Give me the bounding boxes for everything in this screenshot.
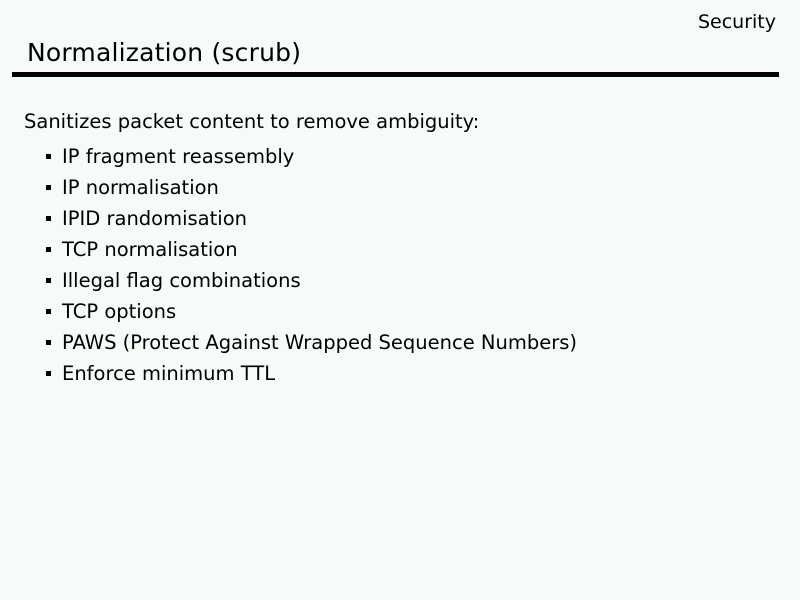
bullet-label: Illegal flag combinations bbox=[62, 269, 301, 292]
list-item: TCP options bbox=[46, 296, 577, 327]
bullet-label: IPID randomisation bbox=[62, 207, 247, 230]
bullet-square-icon bbox=[46, 309, 51, 314]
bullet-label: PAWS (Protect Against Wrapped Sequence N… bbox=[62, 331, 578, 354]
lead-text: Sanitizes packet content to remove ambig… bbox=[24, 110, 480, 133]
list-item: IP normalisation bbox=[46, 172, 577, 203]
bullet-label: TCP normalisation bbox=[62, 238, 238, 261]
bullet-square-icon bbox=[46, 371, 51, 376]
bullet-square-icon bbox=[46, 340, 51, 345]
list-item: IPID randomisation bbox=[46, 203, 577, 234]
bullet-square-icon bbox=[46, 278, 51, 283]
list-item: PAWS (Protect Against Wrapped Sequence N… bbox=[46, 327, 577, 358]
bullet-square-icon bbox=[46, 185, 51, 190]
corner-label: Security bbox=[697, 11, 776, 33]
list-item: IP fragment reassembly bbox=[46, 141, 577, 172]
list-item: Illegal flag combinations bbox=[46, 265, 577, 296]
bullet-square-icon bbox=[46, 216, 51, 221]
bullet-label: TCP options bbox=[62, 300, 177, 323]
bullet-label: IP fragment reassembly bbox=[62, 145, 295, 168]
list-item: TCP normalisation bbox=[46, 234, 577, 265]
bullet-label: Enforce minimum TTL bbox=[62, 362, 276, 385]
slide-title: Normalization (scrub) bbox=[27, 38, 302, 67]
bullet-square-icon bbox=[46, 154, 51, 159]
bullet-square-icon bbox=[46, 247, 51, 252]
list-item: Enforce minimum TTL bbox=[46, 358, 577, 389]
bullet-label: IP normalisation bbox=[62, 176, 219, 199]
title-rule-divider bbox=[12, 72, 779, 77]
